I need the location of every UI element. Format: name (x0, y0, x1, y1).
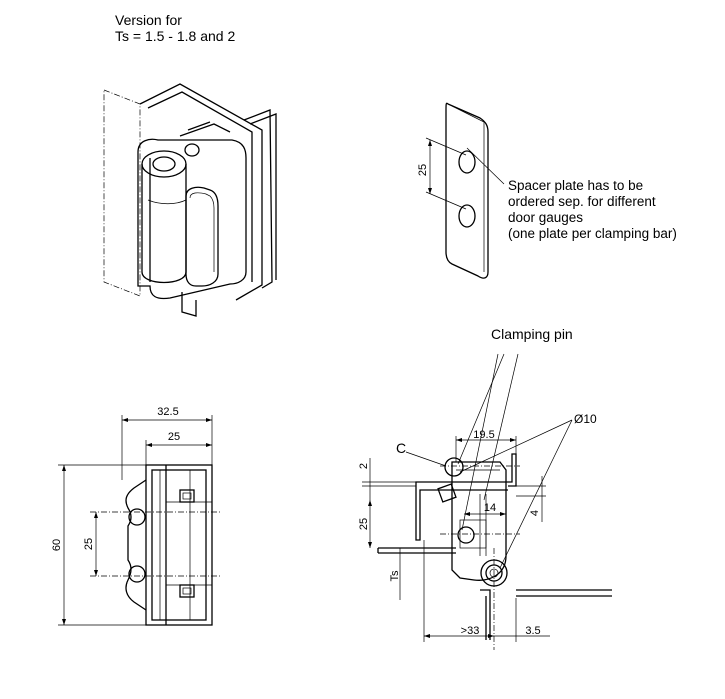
side-depth-dim: 19.5 (473, 429, 494, 441)
side-gap-2-dim: 2 (358, 463, 370, 469)
spacer-note-line-3: door gauges (508, 210, 584, 225)
version-line-2: Ts = 1.5 - 1.8 and 2 (115, 28, 236, 44)
c-label: C (396, 440, 407, 456)
side-pitch-25-dim: 25 (358, 518, 370, 530)
front-width-overall-dim: 32.5 (157, 406, 178, 418)
diameter-label: Ø10 (574, 412, 597, 426)
side-offset-14-dim: 14 (484, 502, 496, 514)
side-3-5-dim: 3.5 (525, 625, 540, 637)
side-section-view: 19.5 14 4 2 25 Ts >33 3.5 (358, 353, 612, 650)
side-ts-dim: Ts (389, 570, 401, 582)
spacer-hole-pitch-dim: 25 (417, 164, 429, 176)
side-offset-4-dim: 4 (529, 510, 541, 516)
isometric-hinge-view (103, 83, 277, 317)
spacer-note-line-4: (one plate per clamping bar) (508, 226, 677, 241)
clamping-pin-label: Clamping pin (491, 326, 573, 342)
front-height-overall-dim: 60 (51, 539, 63, 551)
version-note: Version for Ts = 1.5 - 1.8 and 2 (115, 12, 235, 44)
spacer-plate-view: 25 (417, 102, 505, 279)
spacer-note-line-2: ordered sep. for different (508, 194, 656, 209)
front-width-body-dim: 25 (168, 431, 180, 443)
front-hole-pitch-dim: 25 (83, 538, 95, 550)
version-line-1: Version for (115, 12, 182, 28)
side-min-33-dim: >33 (461, 625, 480, 637)
front-view: 32.5 25 60 25 (51, 406, 220, 626)
spacer-plate-note: Spacer plate has to be ordered sep. for … (508, 178, 677, 242)
spacer-note-line-1: Spacer plate has to be (508, 178, 644, 193)
